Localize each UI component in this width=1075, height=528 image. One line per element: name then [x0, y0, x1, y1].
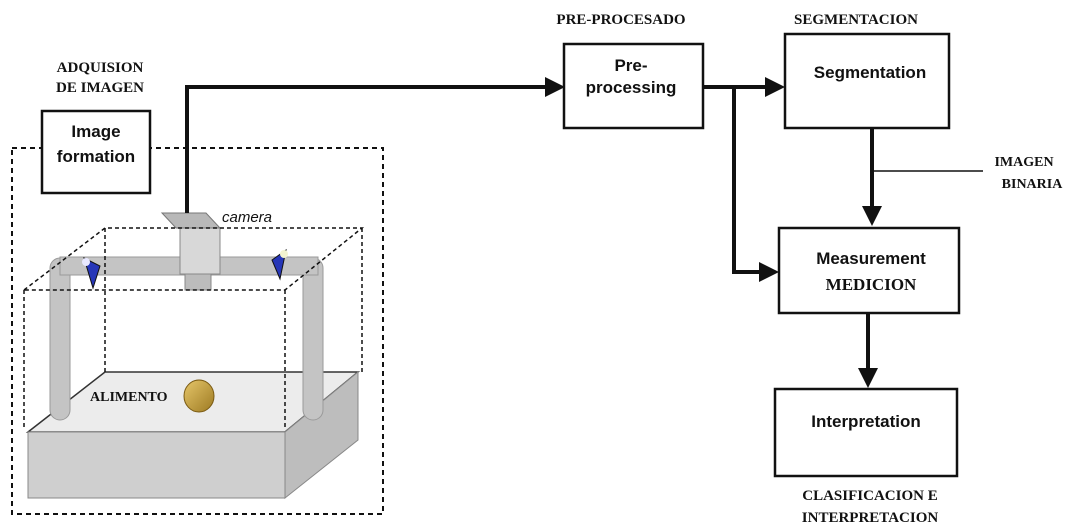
measurement-line1: Measurement — [816, 249, 926, 268]
acquisition-rig: camera ALIMENTO — [21, 209, 365, 500]
camera-label: camera — [222, 209, 272, 226]
classification-label-line2: INTERPRETACION — [802, 510, 939, 526]
rig-base-front — [27, 431, 286, 499]
rig-post-right — [302, 257, 324, 421]
food-item[interactable] — [183, 379, 215, 413]
acquisition-label-line1: ADQUISION — [57, 60, 144, 76]
light-icon-right — [271, 248, 288, 281]
binary-image-label-line1: IMAGEN — [994, 155, 1053, 170]
acquisition-label-line2: DE IMAGEN — [56, 80, 144, 96]
image-formation-line1: Image — [71, 122, 120, 141]
preprocessing-line1: Pre- — [614, 56, 647, 75]
preprocessing-stage-label: PRE-PROCESADO — [556, 12, 685, 28]
segmentation-stage-label: SEGMENTACION — [794, 12, 918, 28]
camera-body[interactable] — [179, 227, 221, 275]
segmentation-box-label: Segmentation — [814, 63, 926, 82]
image-formation-box[interactable]: Image formation — [40, 109, 152, 195]
classification-label-line1: CLASIFICACION E — [802, 488, 937, 504]
light-icon-left — [82, 257, 101, 290]
segmentation-box[interactable]: Segmentation — [783, 32, 951, 130]
rig-base-side — [284, 370, 359, 500]
arrow-camera-to-preprocessing — [185, 77, 565, 213]
acquisition-enclosure — [11, 147, 384, 515]
measurement-line2: MEDICION — [826, 275, 917, 294]
measurement-box[interactable]: Measurement MEDICION — [777, 226, 961, 315]
binary-image-label-line2: BINARIA — [1002, 177, 1064, 192]
rig-post-left — [49, 257, 71, 421]
interpretation-box[interactable]: Interpretation — [773, 387, 959, 478]
field-of-view-wireframe — [21, 227, 365, 430]
interpretation-box-label: Interpretation — [811, 412, 921, 431]
arrow-preprocessing-to-measurement — [732, 87, 779, 282]
preprocessing-line2: processing — [586, 78, 677, 97]
camera-lens-top — [160, 212, 222, 229]
image-formation-line2: formation — [57, 147, 135, 166]
food-label: ALIMENTO — [90, 390, 168, 405]
connectors — [185, 77, 882, 388]
preprocessing-box[interactable]: Pre- processing — [562, 42, 705, 130]
camera-lens — [184, 273, 212, 291]
